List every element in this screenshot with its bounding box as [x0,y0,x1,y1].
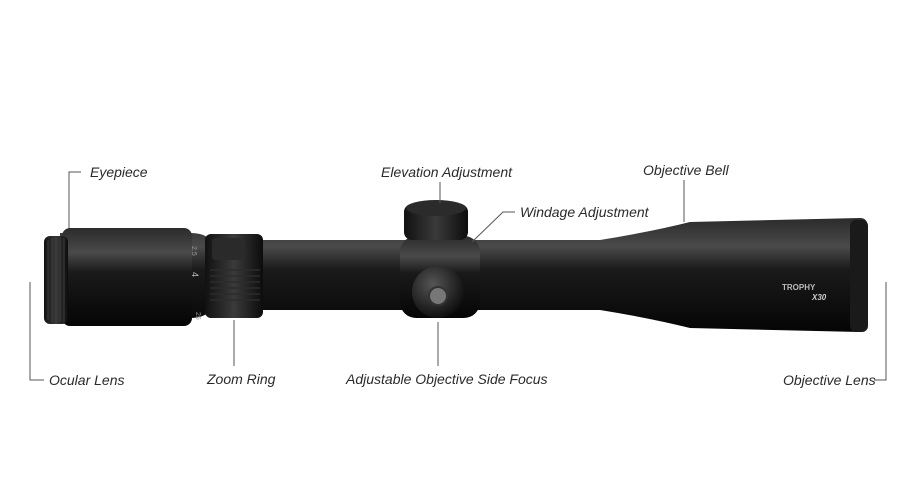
leader-windage [471,211,515,243]
zoom-marking-high: 25 [194,312,201,320]
label-zoom-ring: Zoom Ring [207,371,276,387]
label-eyepiece: Eyepiece [90,164,148,180]
leader-ocular [29,282,44,381]
label-elevation-adjustment: Elevation Adjustment [381,164,512,180]
zoom-marking-mid: 4 [190,272,200,277]
brand-marking: TROPHY [782,283,816,292]
elevation-turret-cap [406,200,466,216]
eyepiece-housing [62,228,192,326]
leader-eyepiece [68,171,81,228]
label-ocular-lens: Ocular Lens [49,372,125,388]
label-side-focus: Adjustable Objective Side Focus [346,371,548,387]
label-objective-bell: Objective Bell [643,162,729,178]
zoom-throw-lever [212,238,242,260]
model-marking: X30 [811,293,827,302]
objective-bell-end [850,220,868,332]
zoom-marking-low: 2.5 [190,246,197,256]
label-windage-adjustment: Windage Adjustment [520,204,649,220]
leader-lines [29,171,887,381]
ocular-ribs [47,238,65,322]
zoom-ring-ribs [210,269,260,301]
leader-objective-lens [874,282,887,381]
label-objective-lens: Objective Lens [783,372,876,388]
side-focus-center [428,286,448,306]
